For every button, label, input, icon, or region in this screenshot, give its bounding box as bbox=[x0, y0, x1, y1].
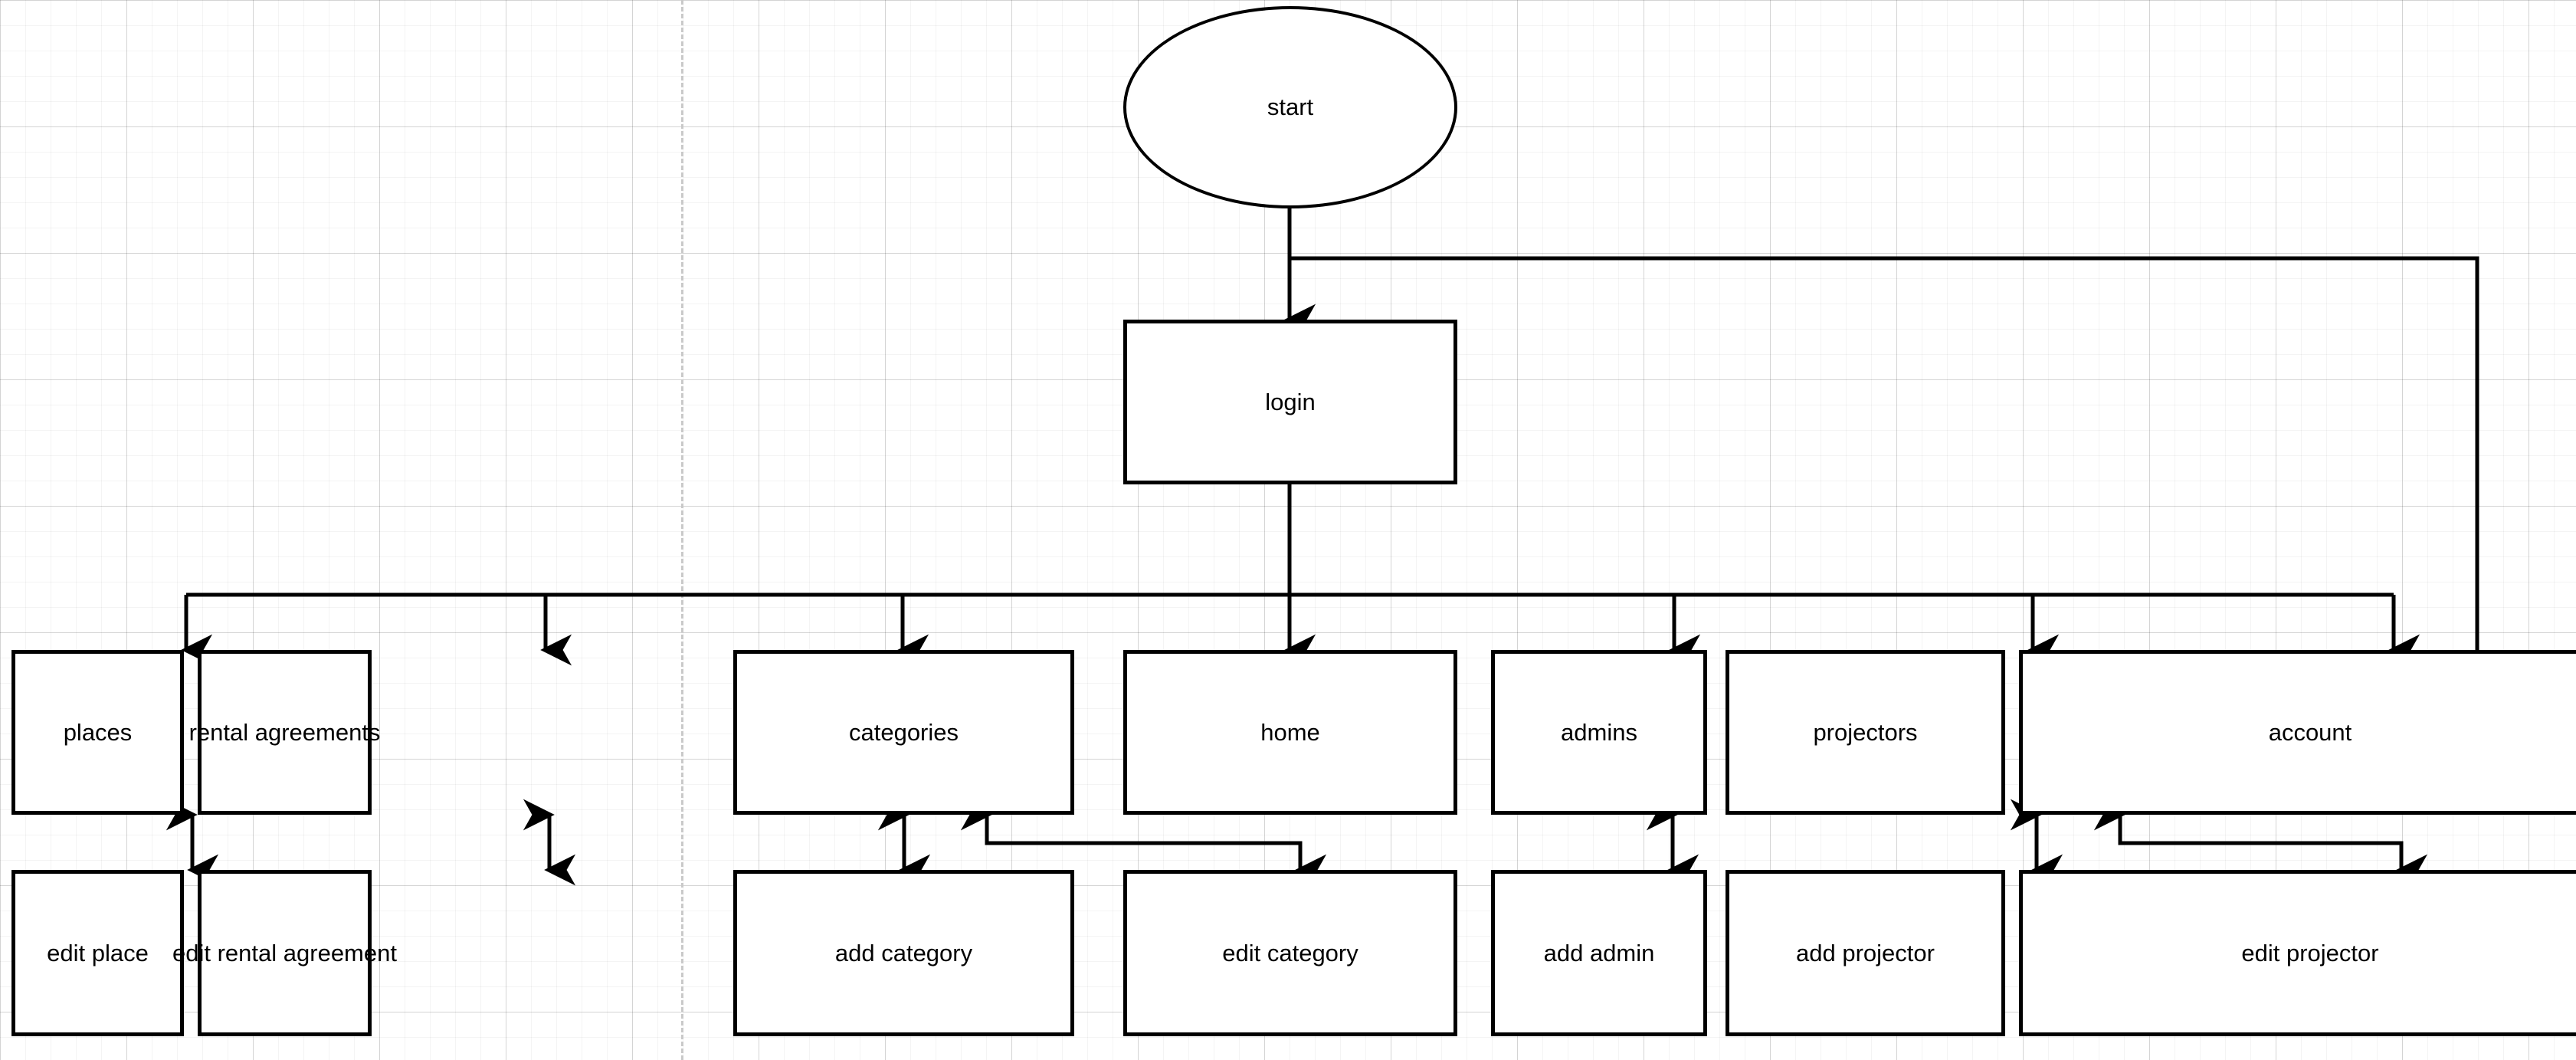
node-add-category-label: add category bbox=[834, 939, 973, 966]
node-edit-projector[interactable]: edit projector bbox=[2019, 870, 2576, 1036]
node-edit-place-label: edit place bbox=[47, 939, 149, 966]
node-categories[interactable]: categories bbox=[733, 650, 1074, 815]
node-edit-category-label: edit category bbox=[1222, 939, 1358, 966]
node-rental-agreements[interactable]: rental agreements bbox=[189, 650, 380, 815]
node-edit-projector-label: edit projector bbox=[2241, 939, 2379, 966]
node-home[interactable]: home bbox=[1123, 650, 1457, 815]
node-admins[interactable]: admins bbox=[1491, 650, 1707, 815]
edge-start-to-account bbox=[1290, 256, 2479, 650]
node-categories-label: categories bbox=[848, 718, 959, 746]
node-account[interactable]: account bbox=[2019, 650, 2576, 815]
node-rental-agreements-label: rental agreements bbox=[188, 718, 381, 746]
node-login-label: login bbox=[1265, 388, 1316, 415]
node-add-admin-label: add admin bbox=[1543, 939, 1655, 966]
node-home-label: home bbox=[1260, 718, 1320, 746]
node-edit-rental-agreement[interactable]: edit rental agreement bbox=[172, 870, 397, 1036]
node-account-label: account bbox=[2268, 718, 2352, 746]
node-add-projector[interactable]: add projector bbox=[1726, 870, 2005, 1036]
node-add-projector-label: add projector bbox=[1796, 939, 1935, 966]
node-add-category[interactable]: add category bbox=[733, 870, 1074, 1036]
node-places-label: places bbox=[63, 718, 133, 746]
node-projectors-label: projectors bbox=[1813, 718, 1918, 746]
node-edit-category[interactable]: edit category bbox=[1123, 870, 1457, 1036]
node-start-label: start bbox=[1267, 94, 1314, 121]
node-edit-rental-agreement-label: edit rental agreement bbox=[172, 939, 397, 966]
node-edit-place[interactable]: edit place bbox=[11, 870, 184, 1036]
node-start[interactable]: start bbox=[1123, 6, 1457, 208]
node-admins-label: admins bbox=[1561, 718, 1637, 746]
edge-categories-to-edit-category bbox=[960, 799, 1327, 886]
node-projectors[interactable]: projectors bbox=[1726, 650, 2005, 815]
node-add-admin[interactable]: add admin bbox=[1491, 870, 1707, 1036]
node-places[interactable]: places bbox=[11, 650, 184, 815]
node-login[interactable]: login bbox=[1123, 320, 1457, 484]
edge-projectors-to-edit-projector bbox=[2093, 799, 2428, 886]
